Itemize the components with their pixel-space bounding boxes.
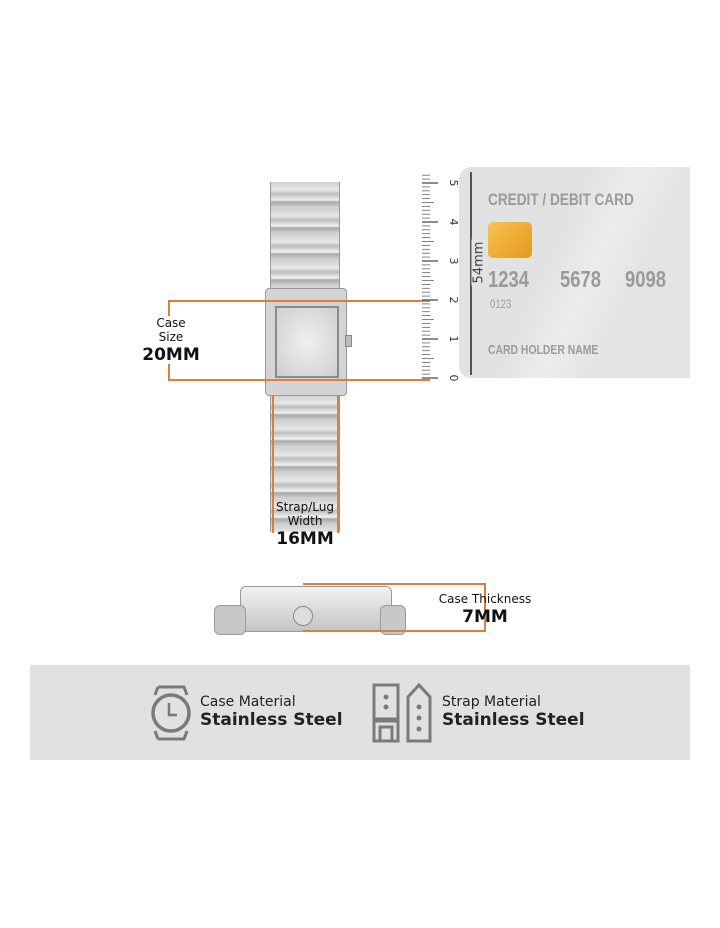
strap-icon bbox=[372, 683, 432, 743]
watch-strap-bottom bbox=[270, 395, 340, 532]
case-size-line-top bbox=[168, 300, 430, 302]
thickness-line-side bbox=[484, 583, 486, 632]
card-code: 0123 bbox=[490, 297, 512, 311]
ruler: 0 1 2 3 4 5 bbox=[422, 174, 460, 382]
watch-icon bbox=[151, 685, 191, 741]
ruler-label: 0 bbox=[447, 375, 460, 382]
ruler-label: 1 bbox=[447, 336, 460, 343]
ruler-label: 2 bbox=[447, 297, 460, 304]
watch-strap-top bbox=[270, 182, 340, 290]
watch-side-link-left bbox=[214, 605, 246, 635]
materials-band bbox=[30, 665, 690, 760]
credit-card bbox=[459, 167, 690, 378]
card-number-3: 9098 bbox=[625, 266, 666, 292]
card-number-2: 5678 bbox=[560, 266, 601, 292]
crown-icon bbox=[293, 606, 313, 626]
thickness-line-top bbox=[303, 583, 486, 585]
strap-width-line-left bbox=[272, 395, 274, 533]
card-holder: CARD HOLDER NAME bbox=[488, 342, 599, 357]
card-number-1: 1234 bbox=[488, 266, 529, 292]
thickness-line-bottom bbox=[303, 630, 486, 632]
chip-icon bbox=[488, 222, 532, 258]
card-title: CREDIT / DEBIT CARD bbox=[488, 190, 634, 209]
case-size-tick bbox=[168, 300, 170, 316]
watch-crown bbox=[345, 335, 352, 347]
strap-width-line-right bbox=[337, 395, 339, 533]
ruler-label: 4 bbox=[447, 219, 460, 226]
case-size-line-bottom bbox=[168, 379, 430, 381]
ruler-label: 5 bbox=[447, 180, 460, 187]
card-height-arrow bbox=[470, 172, 472, 375]
watch-dial bbox=[275, 306, 339, 378]
watch-side-view bbox=[240, 586, 392, 632]
ruler-label: 3 bbox=[447, 258, 460, 265]
card-height-label: 54mm bbox=[471, 239, 487, 286]
case-size-tick bbox=[168, 364, 170, 381]
